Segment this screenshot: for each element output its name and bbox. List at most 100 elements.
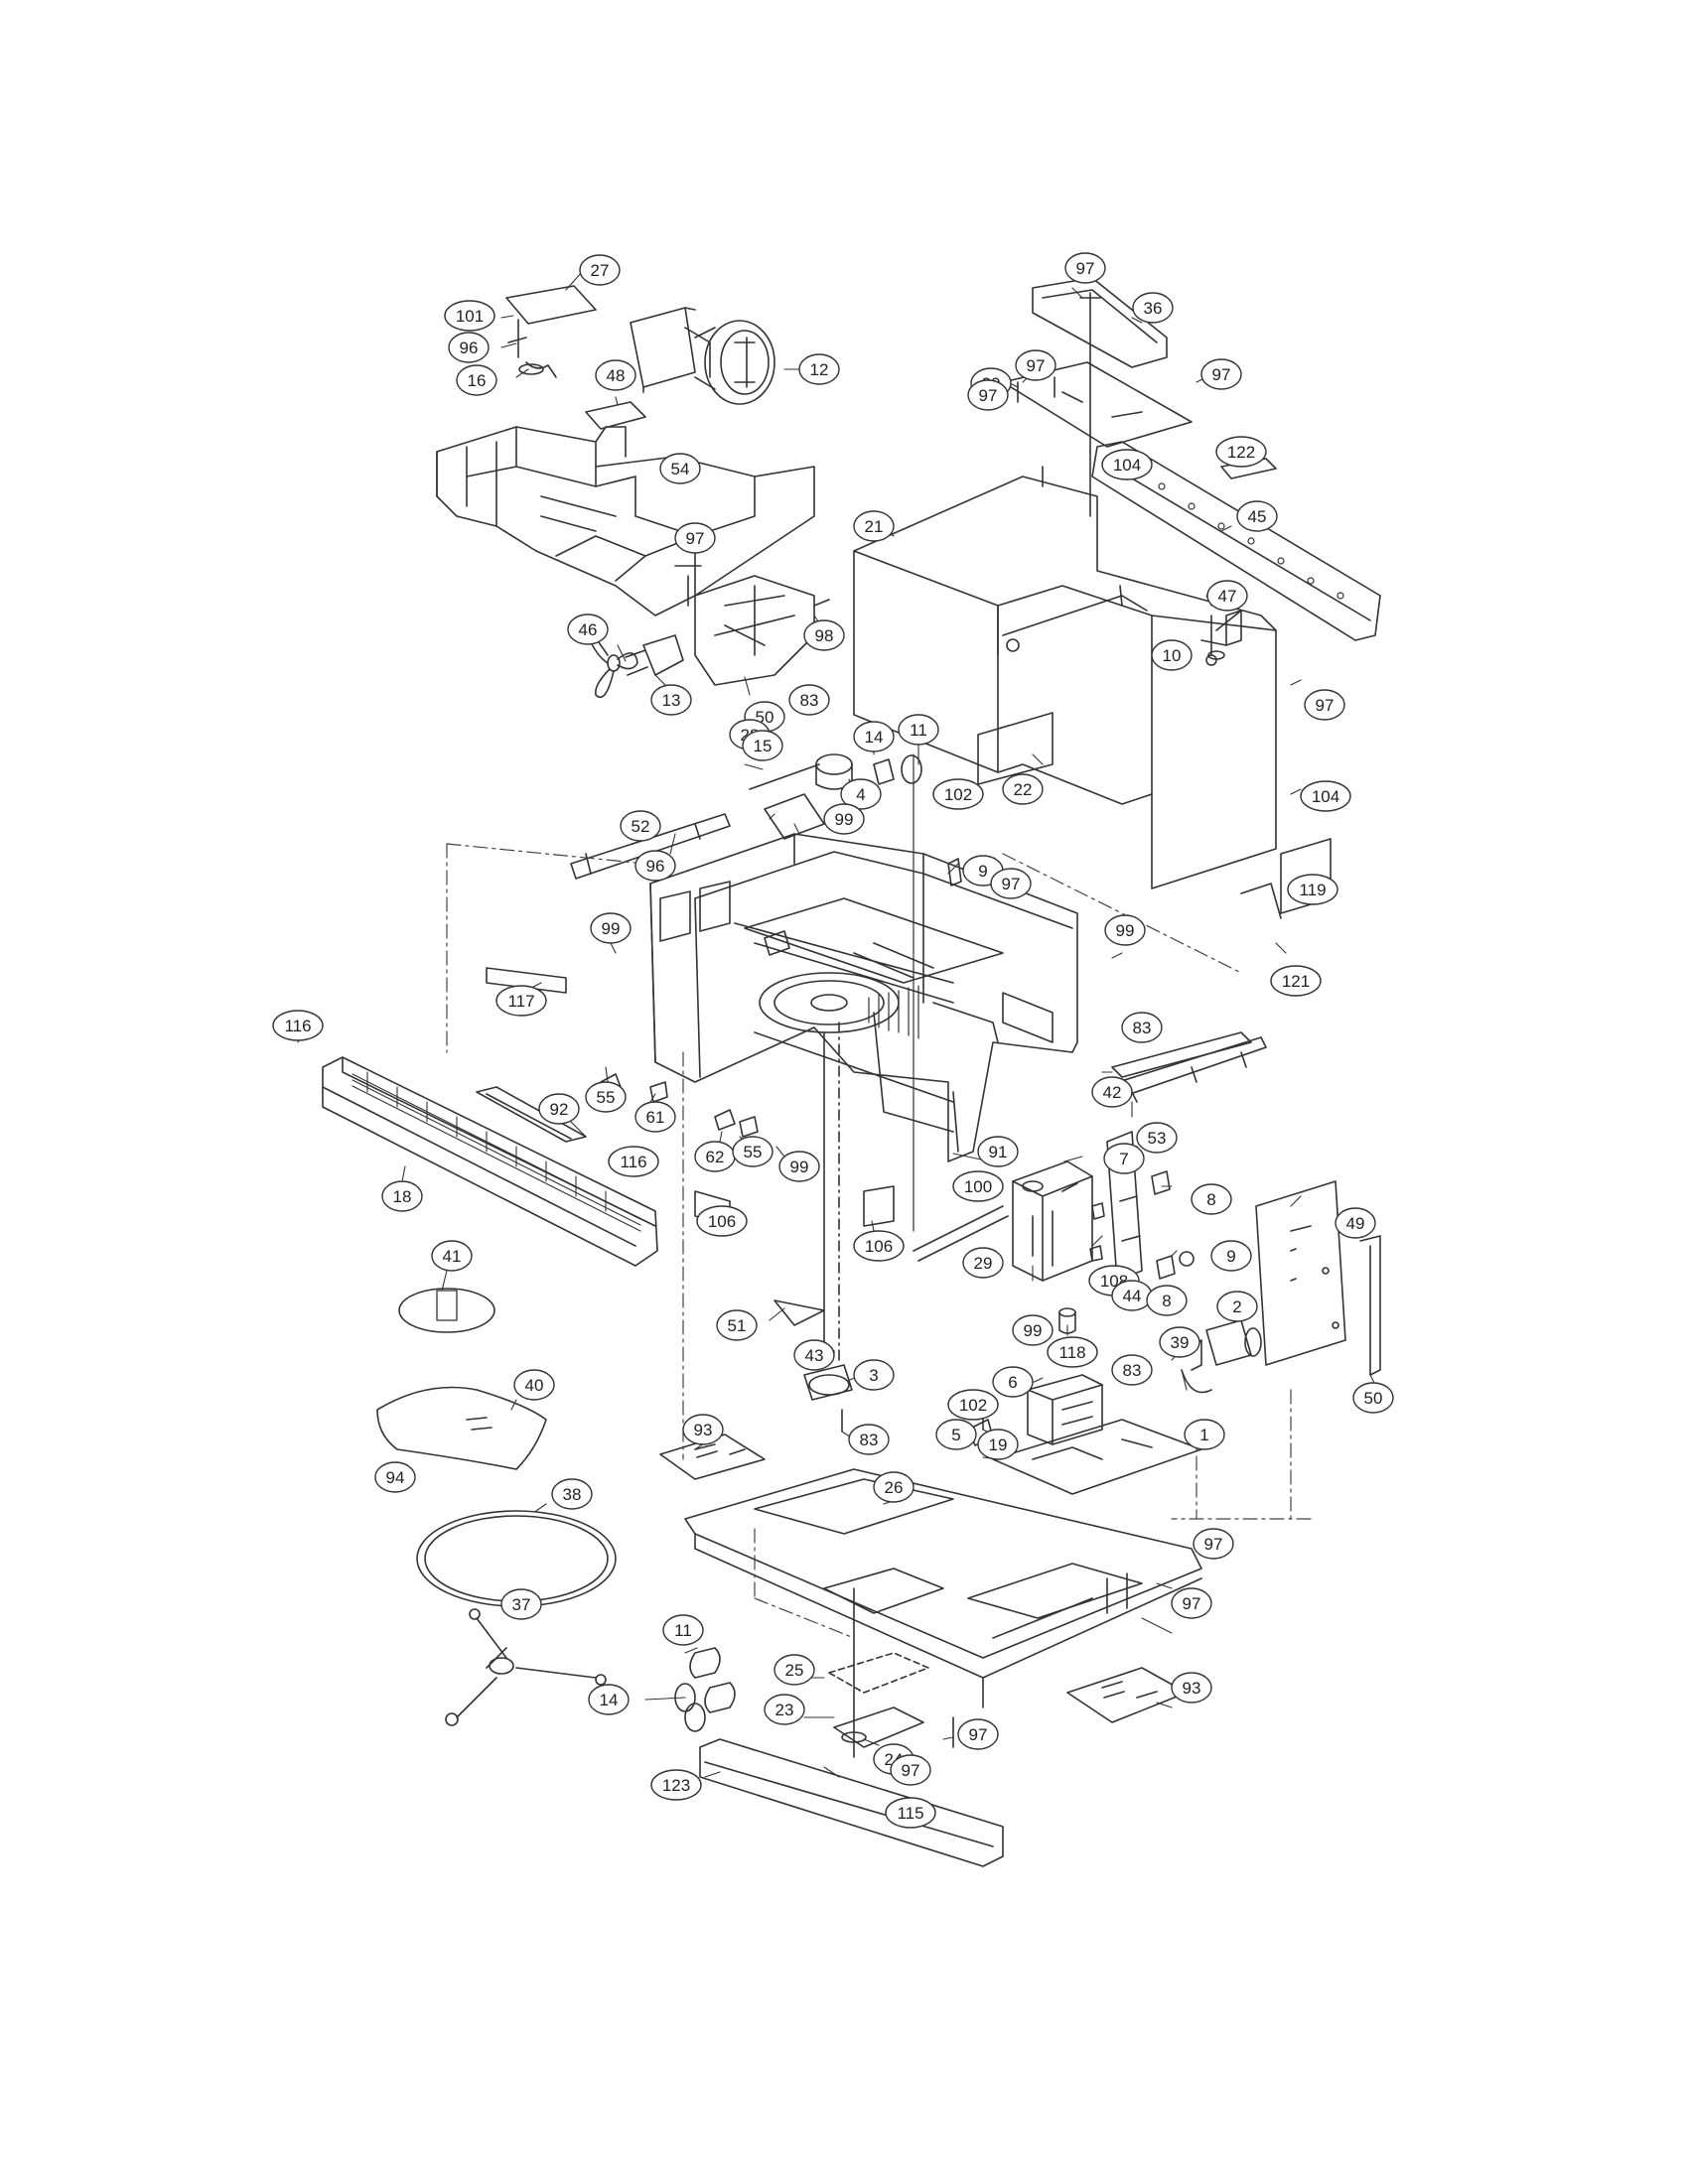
- callout-number: 97: [686, 529, 705, 548]
- callout-99: 99: [823, 803, 865, 835]
- callout-number: 49: [1346, 1214, 1365, 1233]
- callout-bubble: [1215, 436, 1267, 468]
- callout-bubble: [992, 1366, 1034, 1398]
- callout-bubble: [1304, 689, 1345, 721]
- callout-102: 102: [932, 778, 984, 810]
- callout-29: 29: [962, 1247, 1004, 1279]
- callout-bubble: [853, 721, 895, 752]
- part-12-blower-motor: [630, 307, 775, 405]
- callout-94: 94: [374, 1461, 416, 1493]
- callout-bubble: [1111, 1354, 1153, 1386]
- callout-bubble: [1103, 1143, 1145, 1174]
- callout-number: 99: [1024, 1321, 1043, 1340]
- callout-92: 92: [538, 1093, 580, 1125]
- callout-bubble: [803, 619, 845, 651]
- callout-21: 21: [853, 510, 895, 542]
- callout-number: 5: [951, 1426, 960, 1444]
- callout-bubble: [798, 353, 840, 385]
- callout-number: 27: [591, 261, 610, 280]
- callout-number: 54: [671, 460, 690, 478]
- leader-lines: [297, 271, 1376, 1818]
- callout-10: 10: [1151, 639, 1193, 671]
- callout-bubble: [1159, 1326, 1200, 1358]
- callout-number: 97: [1204, 1535, 1223, 1554]
- callout-bubble: [513, 1369, 555, 1401]
- callout-37: 37: [500, 1588, 542, 1620]
- callout-bubble: [588, 1684, 630, 1715]
- callout-bubble: [456, 364, 497, 396]
- callout-2: 2: [1216, 1291, 1258, 1322]
- callout-bubble: [1091, 1076, 1133, 1108]
- callout-bubble: [551, 1478, 593, 1510]
- callout-51: 51: [716, 1309, 758, 1341]
- part-42-bracket: [1111, 1031, 1252, 1078]
- callout-number: 97: [1183, 1594, 1201, 1613]
- callout-62: 62: [694, 1141, 736, 1172]
- callout-bubble: [608, 1146, 659, 1177]
- callout-50: 50: [1352, 1382, 1394, 1414]
- callout-number: 106: [865, 1237, 893, 1256]
- callout-106: 106: [696, 1205, 748, 1237]
- callout-number: 22: [1014, 780, 1033, 799]
- callout-bubble: [431, 1240, 473, 1272]
- callout-12: 12: [798, 353, 840, 385]
- callout-bubble: [1352, 1382, 1394, 1414]
- callout-number: 104: [1113, 456, 1141, 475]
- callout-97: 97: [1304, 689, 1345, 721]
- part-93-filter-right: [1066, 1667, 1188, 1723]
- callout-97: 97: [674, 522, 716, 554]
- callout-number: 38: [563, 1485, 582, 1504]
- callout-number: 123: [662, 1776, 690, 1795]
- callout-bubble: [495, 985, 547, 1017]
- callout-number: 37: [512, 1595, 531, 1614]
- callout-number: 45: [1248, 507, 1267, 526]
- callout-93: 93: [1171, 1672, 1212, 1704]
- callout-bubble: [1171, 1672, 1212, 1704]
- callout-97: 97: [1015, 349, 1056, 381]
- callout-number: 55: [744, 1143, 763, 1161]
- callout-bubble: [853, 1359, 895, 1391]
- callout-number: 98: [815, 626, 834, 645]
- callout-number: 52: [632, 817, 650, 836]
- callout-number: 97: [1027, 356, 1046, 375]
- callout-22: 22: [1002, 773, 1044, 805]
- callout-bubble: [823, 803, 865, 835]
- callout-bubble: [1206, 580, 1248, 612]
- callout-number: 99: [790, 1158, 809, 1176]
- callout-bubble: [957, 1718, 999, 1750]
- callout-97: 97: [1171, 1587, 1212, 1619]
- callout-27: 27: [579, 254, 621, 286]
- callout-45: 45: [1236, 500, 1278, 532]
- callout-number: 51: [728, 1316, 747, 1335]
- callout-7: 7: [1103, 1143, 1145, 1174]
- callout-bubble: [634, 1101, 676, 1133]
- callout-number: 93: [1183, 1679, 1201, 1698]
- callout-number: 40: [525, 1376, 544, 1395]
- electrical-assembly: [913, 1031, 1381, 1446]
- callout-number: 106: [708, 1212, 736, 1231]
- callout-bubble: [890, 1754, 931, 1786]
- callout-bubble: [778, 1151, 820, 1182]
- callout-122: 122: [1215, 436, 1267, 468]
- callout-number: 19: [989, 1435, 1008, 1454]
- callout-number: 16: [468, 371, 487, 390]
- callout-number: 97: [969, 1725, 988, 1744]
- callout-36: 36: [1132, 292, 1174, 324]
- callout-bubble: [1101, 449, 1153, 480]
- callout-bubble: [650, 684, 692, 716]
- callout-61: 61: [634, 1101, 676, 1133]
- callout-number: 36: [1144, 299, 1163, 318]
- callout-number: 99: [1116, 921, 1135, 940]
- callout-19: 19: [977, 1429, 1019, 1460]
- cavity-frame: [570, 813, 1078, 1361]
- callout-number: 9: [978, 862, 987, 881]
- callout-bubble: [898, 714, 939, 746]
- callout-3: 3: [853, 1359, 895, 1391]
- callout-number: 96: [646, 857, 665, 876]
- callout-bubble: [567, 614, 609, 645]
- callout-number: 1: [1199, 1426, 1208, 1444]
- callout-bubble: [1171, 1587, 1212, 1619]
- callout-number: 21: [865, 517, 884, 536]
- callout-number: 4: [856, 785, 865, 804]
- callout-number: 83: [800, 691, 819, 710]
